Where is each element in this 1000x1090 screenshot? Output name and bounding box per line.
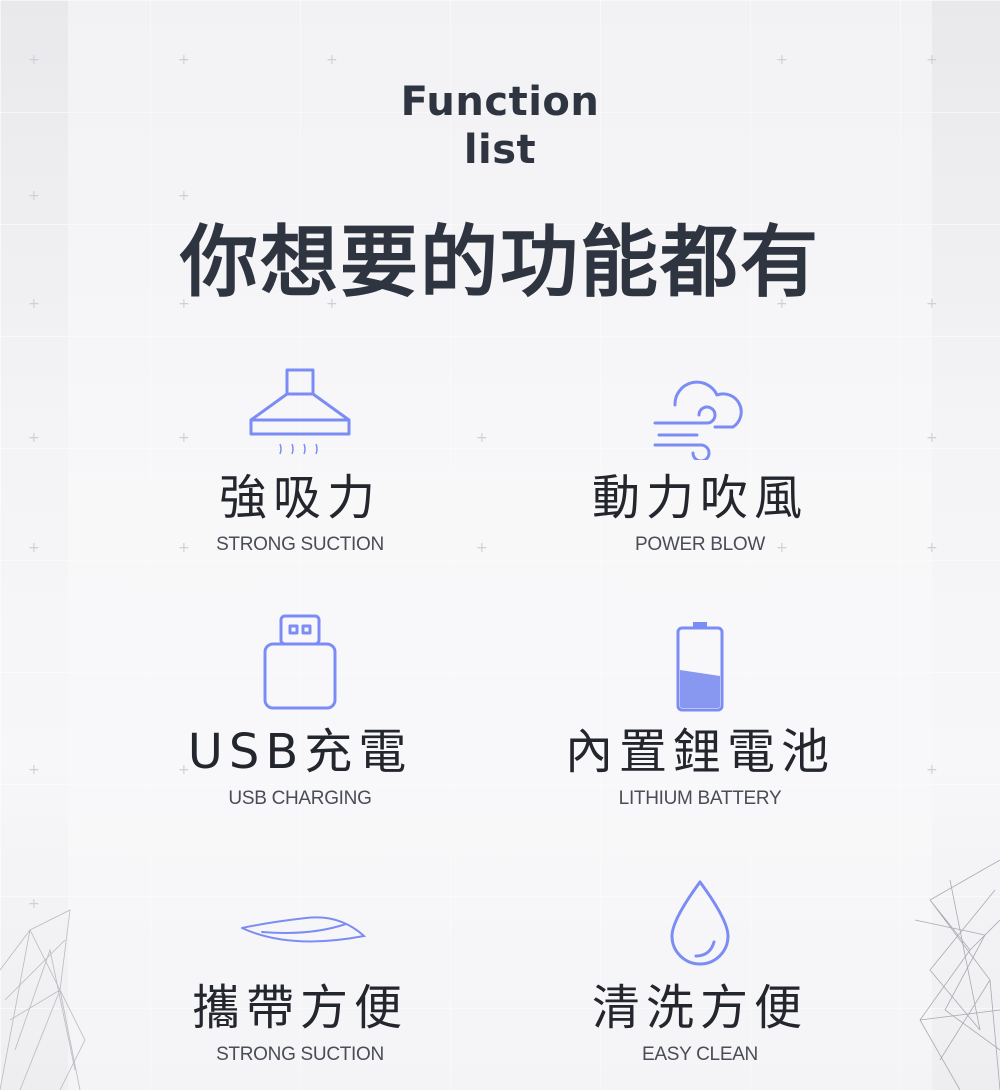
content-panel [68,0,932,1090]
wireframe-mesh-decoration [914,860,1000,1090]
feature-subtitle: EASY CLEAN [642,1044,758,1065]
plus-decoration: + [178,296,190,312]
plus-decoration: + [326,296,338,312]
feature-title: USB充電 [187,724,413,780]
plus-decoration: + [178,52,190,68]
plus-decoration: + [28,762,40,778]
feature-lithium-battery: 內置鋰電池 LITHIUM BATTERY [500,604,900,810]
plus-decoration: + [28,52,40,68]
plus-decoration: + [476,430,488,446]
plus-decoration: + [178,430,190,446]
plus-decoration: + [776,540,788,556]
feature-subtitle: STRONG SUCTION [216,534,384,555]
plus-decoration: + [926,430,938,446]
battery-icon [500,604,900,714]
feather-icon [100,860,500,970]
feature-power-blow: 動力吹風 POWER BLOW [500,350,900,556]
feature-strong-suction: 強吸力 STRONG SUCTION [100,350,500,556]
feature-title: 攜帶方便 [191,980,408,1036]
feature-subtitle: USB CHARGING [228,788,372,809]
feature-easy-clean: 清洗方便 EASY CLEAN [500,860,900,1066]
plus-decoration: + [28,430,40,446]
feature-usb-charging: USB充電 USB CHARGING [100,604,500,810]
plus-decoration: + [926,296,938,312]
feature-title: 強吸力 [218,470,381,526]
plus-decoration: + [776,296,788,312]
feature-title: 內置鋰電池 [564,724,835,780]
feature-subtitle: LITHIUM BATTERY [618,788,782,809]
plus-decoration: + [926,762,938,778]
wind-cloud-icon [500,350,900,460]
plus-decoration: + [28,188,40,204]
title-line-function: Function [400,79,600,125]
plus-decoration: + [926,540,938,556]
plus-decoration: + [476,540,488,556]
title-line-list: list [463,127,537,173]
plus-decoration: + [28,540,40,556]
plus-decoration: + [28,296,40,312]
plus-decoration: + [926,52,938,68]
plus-decoration: + [178,540,190,556]
feature-title: 動力吹風 [591,470,808,526]
plus-decoration: + [776,52,788,68]
feature-title: 清洗方便 [591,980,808,1036]
feature-subtitle: STRONG SUCTION [216,1044,384,1065]
plus-decoration: + [178,188,190,204]
usb-icon [100,604,500,714]
english-title: Function list [0,78,1000,174]
chinese-title: 你想要的功能都有 [179,218,820,308]
plus-decoration: + [326,52,338,68]
wireframe-mesh-decoration [0,909,86,1090]
plus-decoration: + [28,896,40,912]
plus-decoration: + [178,762,190,778]
feature-subtitle: POWER BLOW [634,534,765,555]
range-hood-icon [100,350,500,460]
feature-portable: 攜帶方便 STRONG SUCTION [100,860,500,1066]
water-drop-icon [500,860,900,970]
